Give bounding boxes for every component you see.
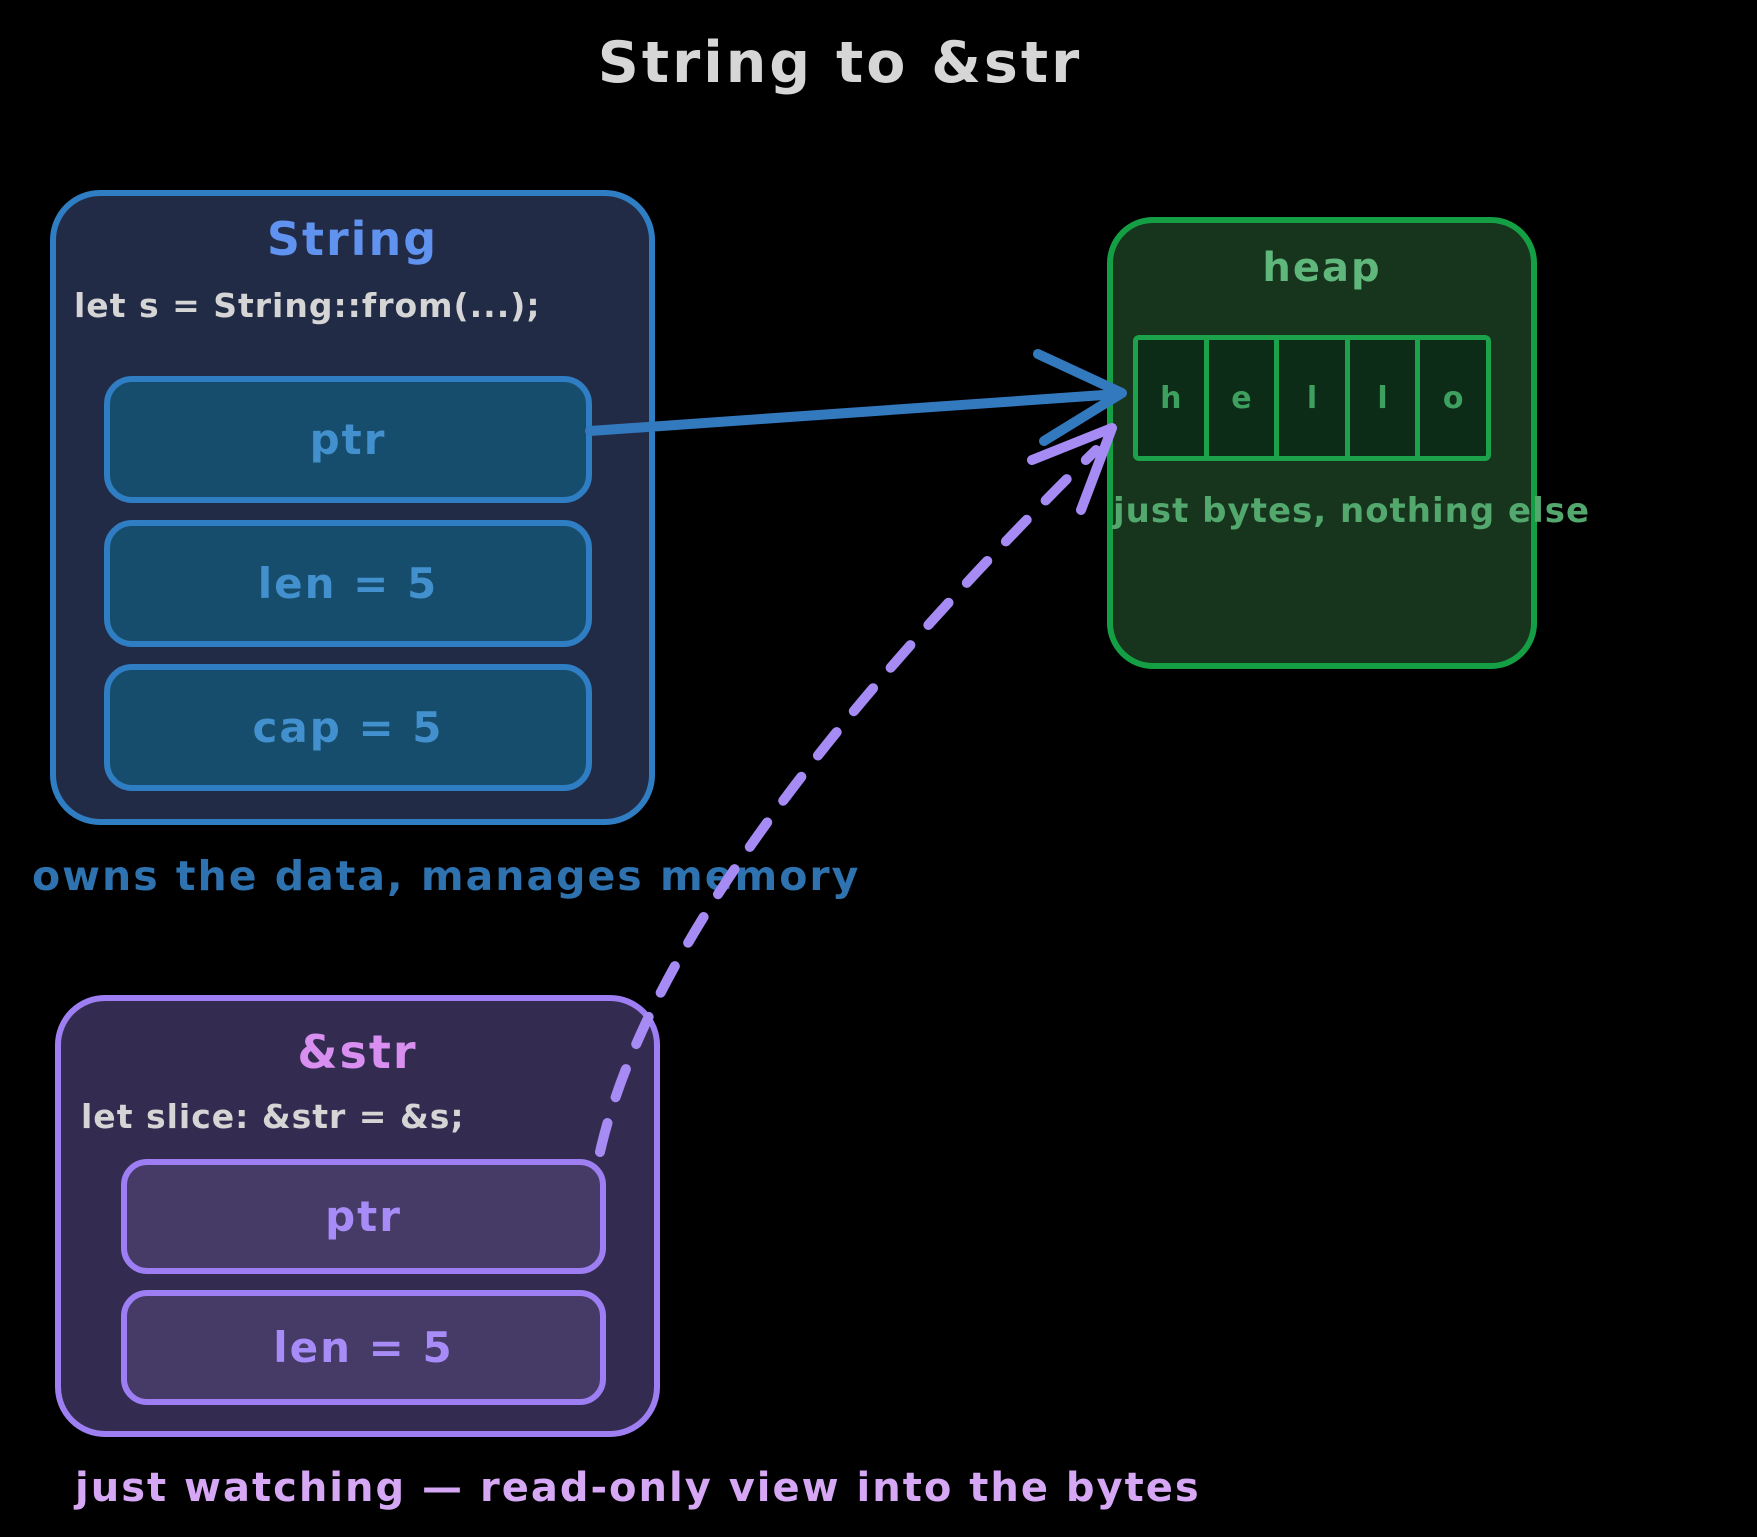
string-caption: owns the data, manages memory	[32, 852, 861, 900]
page-title: String to &str	[597, 30, 1083, 96]
string-box: String let s = String::from(...); ptr le…	[50, 190, 655, 825]
slice-code: let slice: &str = &s;	[81, 1097, 465, 1136]
string-box-title: String	[266, 212, 439, 266]
heap-cell: h	[1138, 340, 1209, 456]
slice-ptr-arrow	[595, 423, 1117, 1157]
string-fields: ptr len = 5 cap = 5	[104, 376, 592, 791]
string-code: let s = String::from(...);	[74, 286, 541, 325]
slice-field-ptr: ptr	[121, 1159, 606, 1274]
slice-caption: just watching — read-only view into the …	[75, 1465, 1201, 1511]
string-field-cap: cap = 5	[104, 664, 592, 791]
slice-field-len: len = 5	[121, 1290, 606, 1405]
heap-cell: o	[1442, 380, 1464, 416]
slice-box-title: &str	[297, 1025, 418, 1079]
heap-cell: l	[1279, 340, 1350, 456]
string-field-ptr: ptr	[104, 376, 592, 503]
string-ptr-arrow	[585, 349, 1127, 446]
heap-caption: just bytes, nothing else	[1113, 491, 1591, 531]
heap-cell: l	[1350, 340, 1421, 456]
heap-box-title: heap	[1262, 245, 1382, 291]
slice-box: &str let slice: &str = &s; ptr len = 5	[55, 995, 660, 1437]
slice-fields: ptr len = 5	[121, 1159, 606, 1405]
string-field-len: len = 5	[104, 520, 592, 647]
heap-cell: e	[1209, 340, 1280, 456]
heap-cells: h e l l o	[1133, 335, 1491, 461]
heap-box: heap h e l l o just bytes, nothing else	[1107, 217, 1591, 669]
